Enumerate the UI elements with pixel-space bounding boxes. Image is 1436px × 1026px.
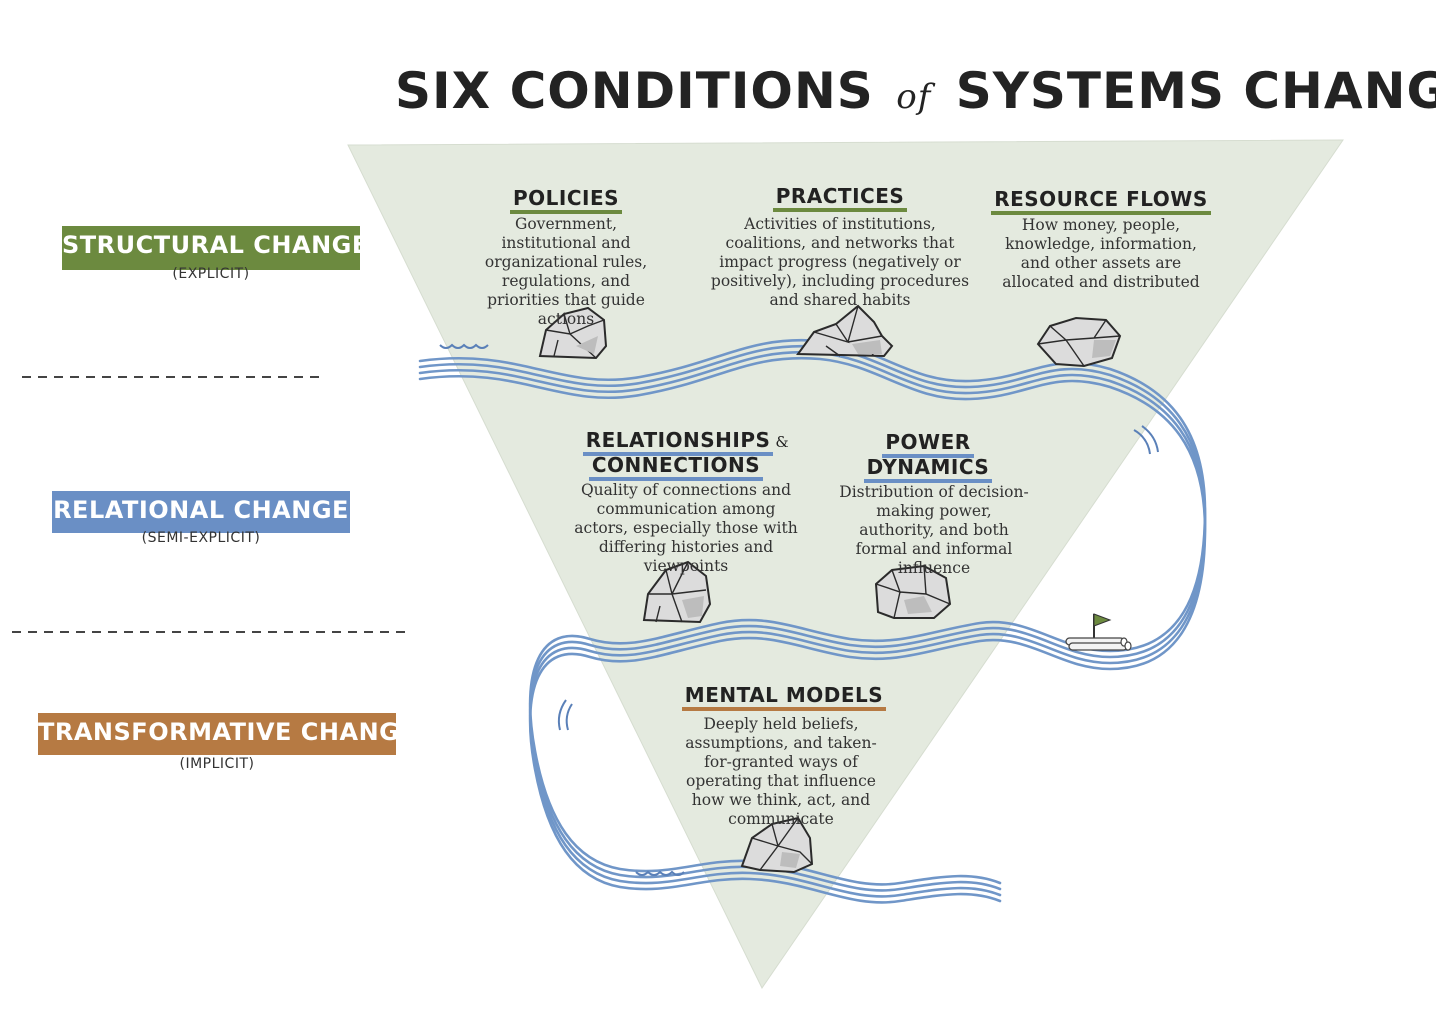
condition-title-text: RELATIONSHIPS xyxy=(582,428,774,456)
condition-desc-power-dynamics: Distribution of decision-making power, a… xyxy=(839,483,1029,577)
level-label-structural: STRUCTURAL CHANGE xyxy=(62,226,368,270)
rock-icon xyxy=(1036,316,1122,368)
condition-title-text: DYNAMICS xyxy=(863,455,993,483)
level-label-relational: RELATIONAL CHANGE xyxy=(52,491,350,533)
page-title: SIX CONDITIONS of SYSTEMS CHANGE xyxy=(395,62,1436,132)
rock-icon xyxy=(538,306,608,360)
condition-desc-practices: Activities of institutions, coalitions, … xyxy=(710,215,970,309)
condition-desc-mental-models: Deeply held beliefs, assumptions, and ta… xyxy=(685,715,877,828)
condition-title-text: PRACTICES xyxy=(772,184,908,212)
condition-title-text: CONNECTIONS xyxy=(588,453,764,481)
rock-icon xyxy=(796,304,894,358)
rock-icon xyxy=(874,564,952,619)
water-ripple-icon xyxy=(439,343,489,349)
rock-icon xyxy=(740,816,814,874)
condition-title-text: POLICIES xyxy=(509,186,623,214)
river-strand xyxy=(418,356,1207,904)
rock-icon xyxy=(642,560,712,624)
level-sub-structural: (EXPLICIT) xyxy=(172,266,250,282)
ampersand: & xyxy=(775,433,790,451)
condition-desc-policies: Government, institutional and organizati… xyxy=(484,215,648,328)
condition-title-power: POWER xyxy=(838,430,1018,458)
level-sub-transformative: (IMPLICIT) xyxy=(179,756,255,772)
water-ripple-icon xyxy=(635,870,685,876)
title-part2: SYSTEMS CHANGE xyxy=(955,62,1436,120)
condition-title-policies: POLICIES xyxy=(466,186,666,214)
condition-title-resource-flows: RESOURCE FLOWS xyxy=(990,187,1212,215)
title-part1: SIX CONDITIONS xyxy=(395,62,874,120)
condition-title-text: MENTAL MODELS xyxy=(681,683,887,711)
level-label-transformative: TRANSFORMATIVE CHANGE xyxy=(38,713,416,755)
water-ripple-icon xyxy=(1133,425,1159,455)
river-strand xyxy=(418,350,1207,898)
condition-desc-resource-flows: How money, people, knowledge, informatio… xyxy=(1002,216,1200,291)
condition-title-connections: CONNECTIONS xyxy=(576,453,776,481)
level-sub-relational: (SEMI-EXPLICIT) xyxy=(141,530,261,546)
condition-title-text: RESOURCE FLOWS xyxy=(991,187,1211,215)
condition-title-dynamics: DYNAMICS xyxy=(838,455,1018,483)
water-ripple-icon xyxy=(557,699,573,731)
condition-title-practices: PRACTICES xyxy=(705,184,975,212)
condition-title-mental-models: MENTAL MODELS xyxy=(674,683,894,711)
title-connector: of xyxy=(896,77,932,117)
condition-desc-relationships: Quality of connections and communication… xyxy=(574,481,798,575)
condition-title-text: POWER xyxy=(882,430,974,458)
raft-flag-icon xyxy=(1065,613,1132,651)
condition-title-relationships: RELATIONSHIPS& xyxy=(576,428,796,456)
